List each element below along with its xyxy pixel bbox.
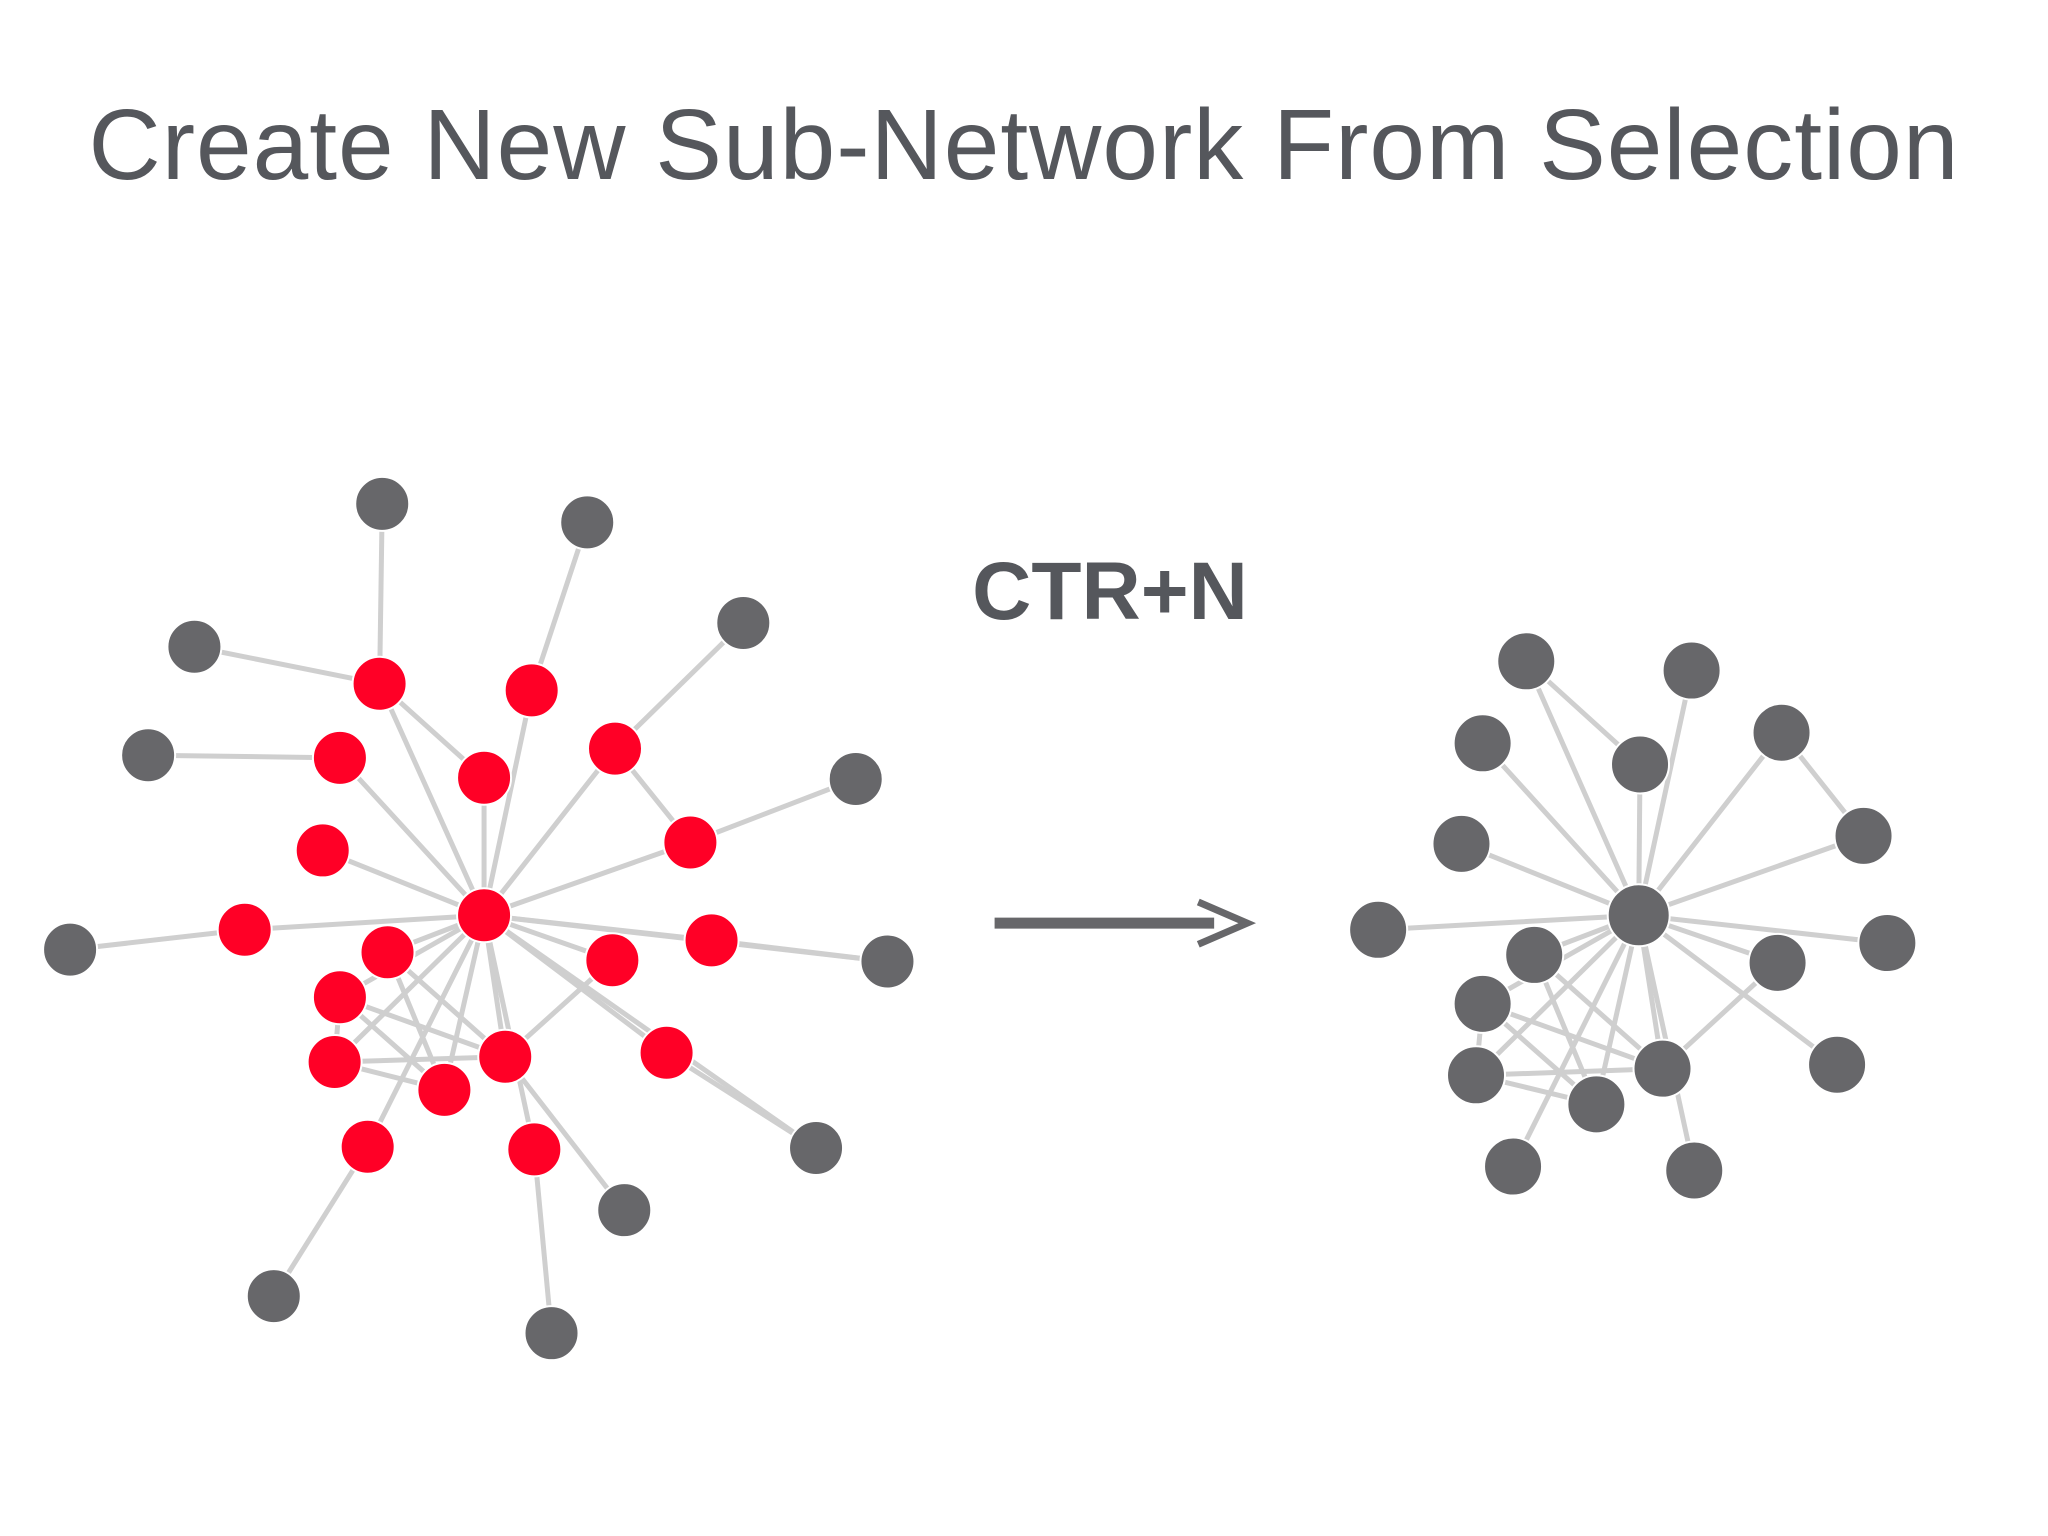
result-edge (1480, 740, 1642, 918)
result-node[interactable] (1431, 813, 1492, 874)
source-edge (502, 1054, 627, 1213)
source-edge (337, 755, 487, 918)
result-node[interactable] (1833, 805, 1894, 866)
source-edge (242, 912, 487, 933)
source-edge (481, 687, 535, 918)
result-edge (1636, 912, 1840, 1068)
source-edge (531, 1146, 555, 1336)
selected-node[interactable] (584, 932, 641, 989)
unselected-node[interactable] (715, 594, 772, 651)
selected-node[interactable] (638, 1024, 695, 1081)
result-node[interactable] (1664, 1140, 1725, 1201)
source-edge (481, 839, 693, 918)
arrow-head (1196, 898, 1257, 948)
result-edge (1510, 912, 1642, 1170)
result-node[interactable] (1452, 973, 1513, 1034)
selected-node[interactable] (683, 912, 740, 969)
result-edge (1473, 1066, 1666, 1078)
source-edge (709, 937, 890, 965)
result-edge (1636, 912, 1890, 946)
unselected-node[interactable] (523, 1305, 580, 1362)
result-network-nodes (1348, 631, 1918, 1201)
result-node[interactable] (1483, 1136, 1544, 1197)
source-edge (337, 994, 508, 1060)
source-edge (612, 620, 746, 752)
source-edge (481, 746, 618, 918)
arrow-right-icon (994, 898, 1257, 948)
result-node[interactable] (1807, 1034, 1868, 1095)
result-node[interactable] (1606, 883, 1671, 948)
unselected-node[interactable] (42, 921, 99, 978)
source-network-nodes (42, 475, 916, 1362)
source-edge (67, 927, 248, 953)
selected-node[interactable] (339, 1118, 396, 1175)
selected-node[interactable] (416, 1061, 473, 1118)
selected-node[interactable] (456, 887, 513, 944)
result-edge (1523, 658, 1642, 918)
selected-node[interactable] (456, 749, 513, 806)
selected-node[interactable] (662, 814, 719, 871)
unselected-node[interactable] (596, 1182, 653, 1239)
source-edge (320, 847, 487, 918)
result-edge (1480, 1001, 1666, 1072)
keyboard-shortcut-label: CTR+N (972, 546, 1248, 637)
source-edge (377, 501, 385, 687)
slide-title: Create New Sub-Network From Selection (88, 89, 1960, 201)
source-edge (332, 1054, 508, 1065)
result-edge (1473, 912, 1642, 1078)
selected-node[interactable] (294, 822, 351, 879)
result-node[interactable] (1452, 713, 1513, 774)
selected-node[interactable] (477, 1028, 534, 1085)
source-edge (377, 681, 487, 918)
unselected-node[interactable] (354, 475, 411, 532)
source-edge (664, 1050, 819, 1151)
source-edge (687, 776, 859, 845)
result-node[interactable] (1496, 631, 1557, 692)
selected-node[interactable] (351, 655, 408, 712)
selected-node[interactable] (359, 924, 416, 981)
selected-node[interactable] (311, 969, 368, 1026)
result-node[interactable] (1661, 640, 1722, 701)
source-edge (191, 644, 383, 687)
result-node[interactable] (1446, 1045, 1507, 1106)
selected-node[interactable] (506, 1121, 563, 1178)
source-edge (271, 1144, 371, 1299)
result-edge (1375, 912, 1642, 933)
result-edge (1636, 668, 1695, 918)
unselected-node[interactable] (859, 933, 916, 990)
result-node[interactable] (1610, 734, 1671, 795)
selected-node[interactable] (306, 1034, 363, 1091)
source-edge (365, 912, 487, 1150)
unselected-node[interactable] (120, 727, 177, 784)
unselected-node[interactable] (245, 1268, 302, 1325)
result-edge (1636, 730, 1785, 918)
result-node[interactable] (1348, 899, 1409, 960)
result-node[interactable] (1857, 913, 1918, 974)
source-edge (332, 912, 487, 1065)
unselected-node[interactable] (788, 1120, 845, 1177)
result-node[interactable] (1566, 1074, 1627, 1135)
unselected-node[interactable] (827, 751, 884, 808)
result-node[interactable] (1632, 1038, 1693, 1099)
result-node[interactable] (1504, 924, 1565, 985)
result-node[interactable] (1747, 932, 1808, 993)
selected-node[interactable] (216, 901, 273, 958)
selected-node[interactable] (311, 729, 368, 786)
unselected-node[interactable] (559, 494, 616, 551)
result-edge (1636, 833, 1867, 918)
source-edge (145, 752, 343, 761)
selected-node[interactable] (587, 720, 644, 777)
unselected-node[interactable] (166, 618, 223, 675)
result-node[interactable] (1751, 702, 1812, 763)
source-edge (529, 519, 590, 693)
selected-node[interactable] (503, 662, 560, 719)
